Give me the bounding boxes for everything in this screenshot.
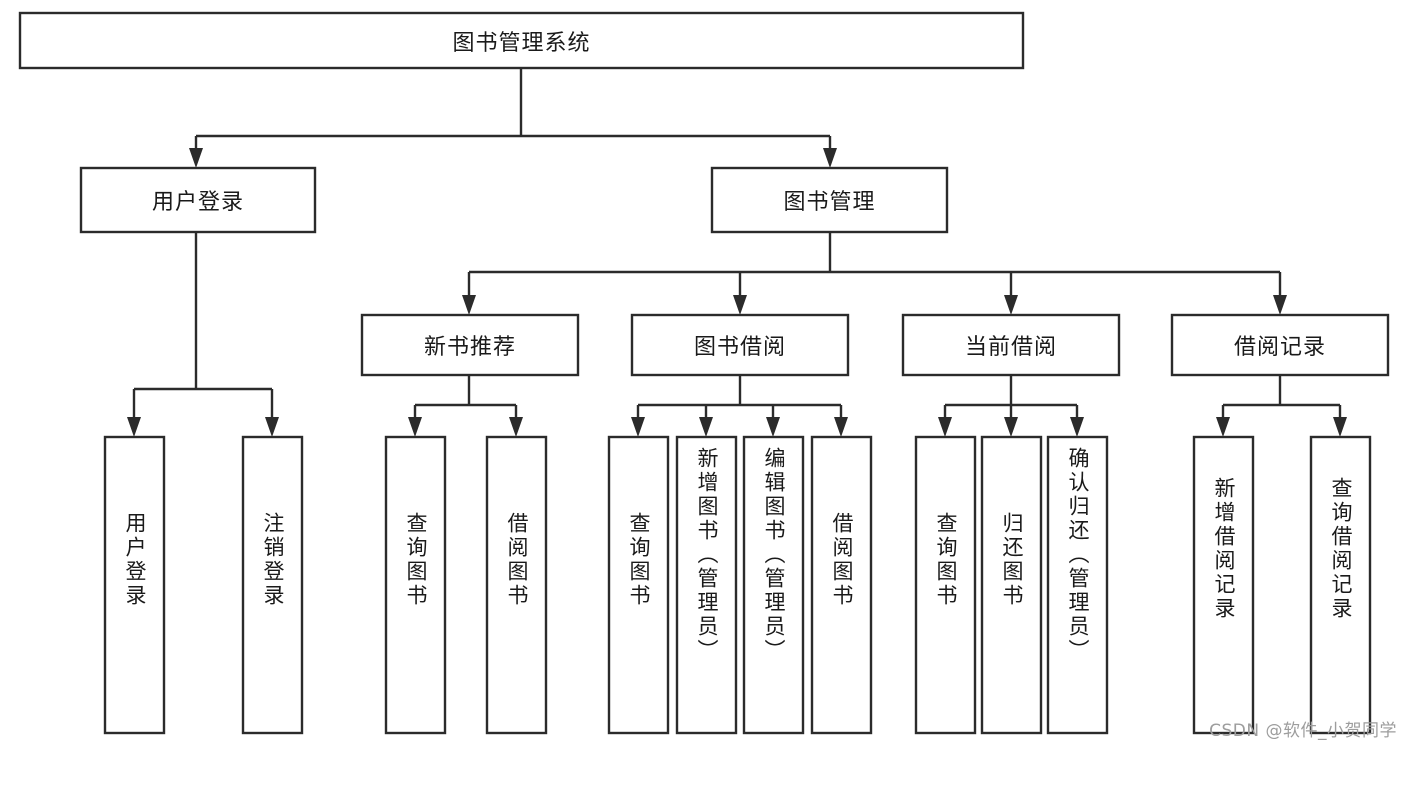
leaf-new-book-1-box[interactable] [384, 435, 447, 735]
arrow-user-login-l1 [127, 417, 141, 437]
leaf-current-borrow-1-box[interactable] [914, 435, 977, 735]
leaf-user-login-1-box[interactable] [103, 435, 166, 735]
node-user-login-box[interactable] [79, 166, 317, 234]
leaf-book-borrow-4-box[interactable] [810, 435, 873, 735]
arrow-user-login-l2 [265, 417, 279, 437]
node-new-book-box[interactable] [360, 313, 580, 377]
leaf-borrow-records-1-box[interactable] [1192, 435, 1255, 735]
arrow-book-borrow-l1 [631, 417, 645, 437]
arrow-book-borrow-l4 [834, 417, 848, 437]
leaf-current-borrow-3-box[interactable] [1046, 435, 1109, 735]
arrow-root-to-book-mgmt [823, 148, 837, 168]
arrow-borrow-records-l2 [1333, 417, 1347, 437]
node-book-borrow-box[interactable] [630, 313, 850, 377]
arrow-borrow-records-l1 [1216, 417, 1230, 437]
arrow-to-new-book [462, 295, 476, 315]
leaf-borrow-records-2-box[interactable] [1309, 435, 1372, 735]
arrow-root-to-user-login [189, 148, 203, 168]
node-book-mgmt-box[interactable] [710, 166, 949, 234]
node-current-borrow-box[interactable] [901, 313, 1121, 377]
arrow-book-borrow-l2 [699, 417, 713, 437]
arrow-book-borrow-l3 [766, 417, 780, 437]
leaf-user-login-2-box[interactable] [241, 435, 304, 735]
arrow-current-borrow-l2 [1004, 417, 1018, 437]
leaf-book-borrow-2-box[interactable] [675, 435, 738, 735]
arrow-to-book-borrow [733, 295, 747, 315]
arrow-new-book-l2 [509, 417, 523, 437]
tree-diagram-svg [18, 11, 1390, 735]
node-root-box[interactable] [18, 11, 1025, 70]
diagram-canvas: 图书管理系统 用户登录 图书管理 新书推荐 图书借阅 当前借阅 借阅记录 用户登… [18, 11, 1397, 741]
arrow-new-book-l1 [408, 417, 422, 437]
leaf-new-book-2-box[interactable] [485, 435, 548, 735]
arrow-to-borrow-records [1273, 295, 1287, 315]
node-borrow-records-box[interactable] [1170, 313, 1390, 377]
arrow-current-borrow-l3 [1070, 417, 1084, 437]
leaf-current-borrow-2-box[interactable] [980, 435, 1043, 735]
leaf-book-borrow-3-box[interactable] [742, 435, 805, 735]
arrow-to-current-borrow [1004, 295, 1018, 315]
leaf-book-borrow-1-box[interactable] [607, 435, 670, 735]
arrow-current-borrow-l1 [938, 417, 952, 437]
